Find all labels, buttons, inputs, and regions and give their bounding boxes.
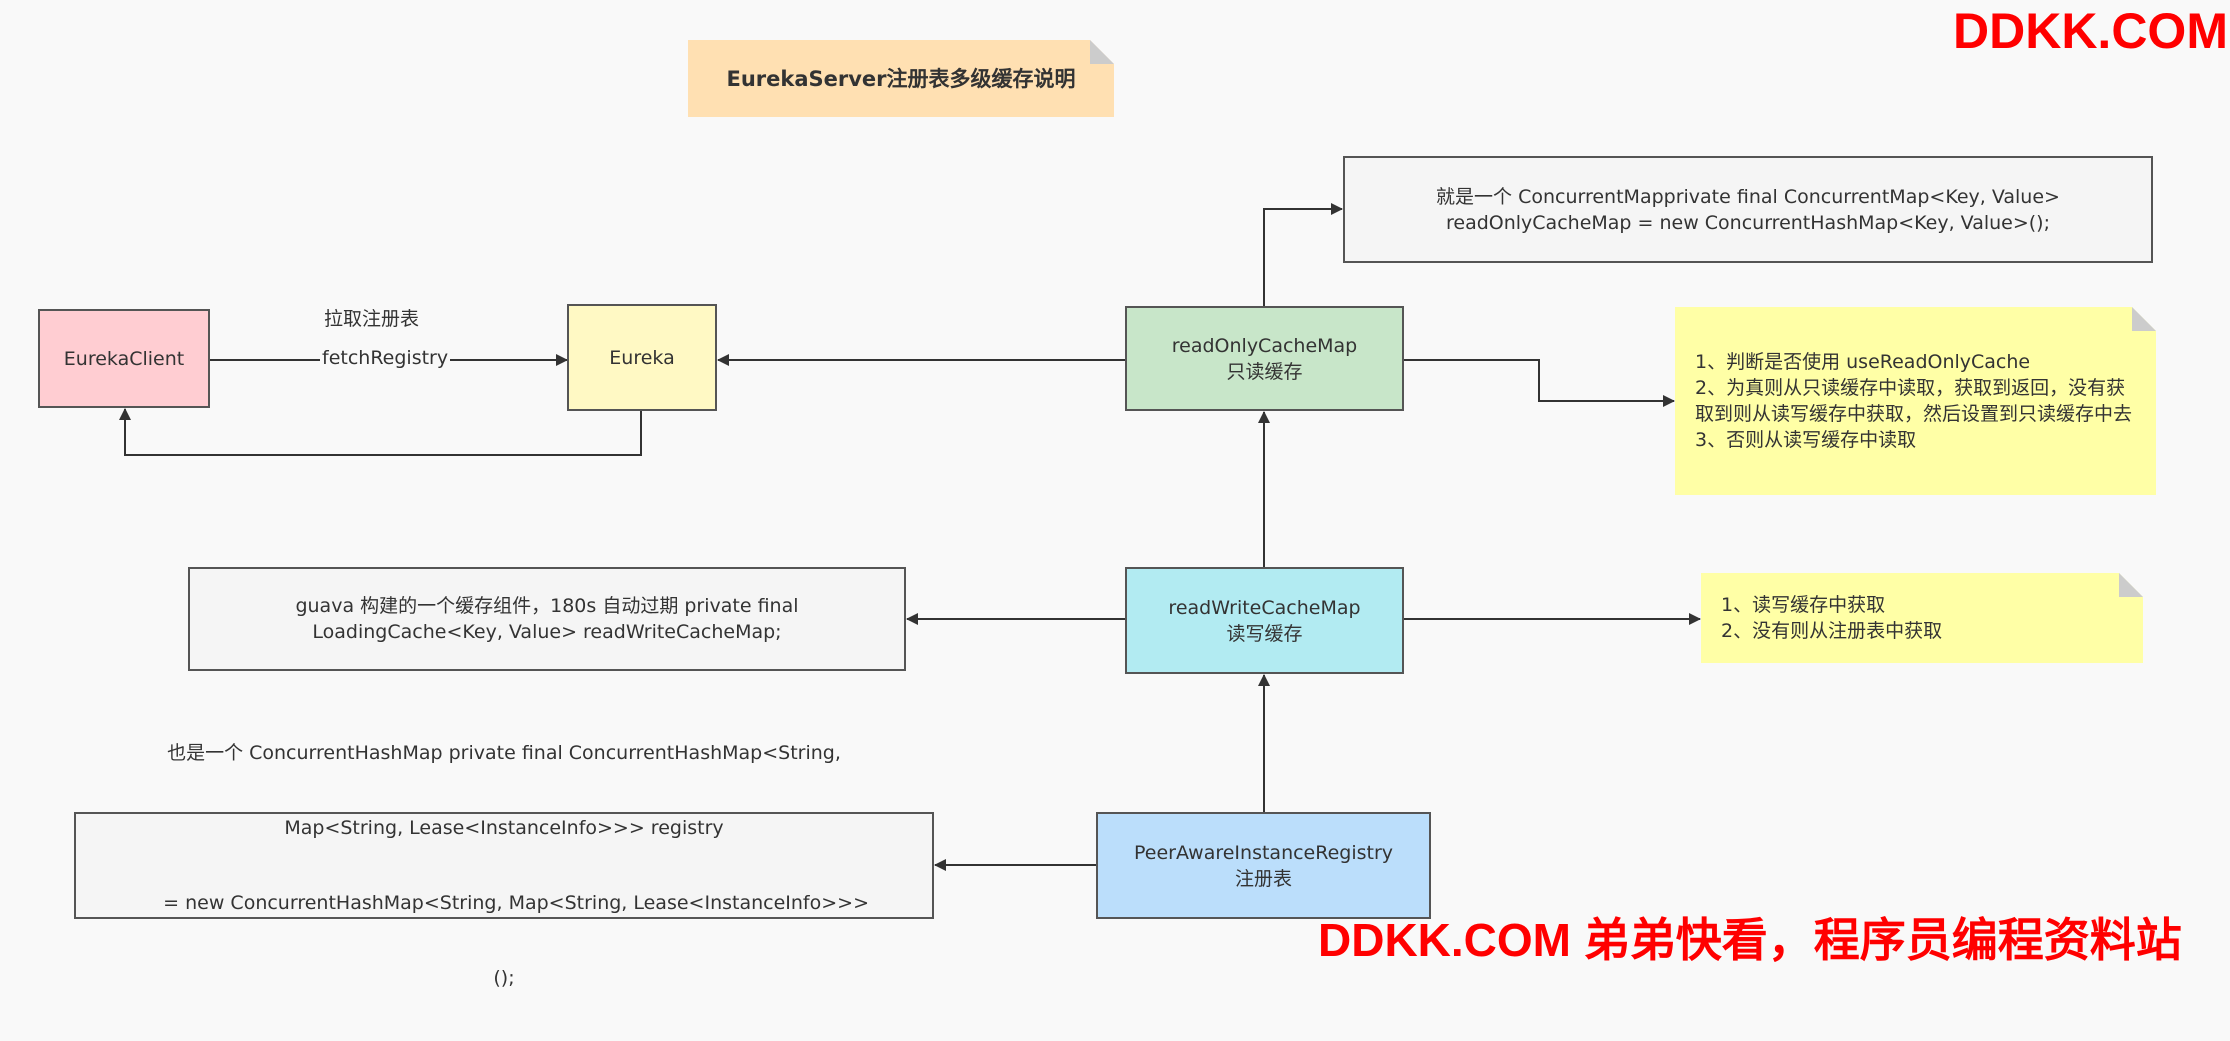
read-write-cache-node[interactable]: readWriteCacheMap 读写缓存 (1125, 567, 1404, 674)
node-label: readOnlyCacheMap (1171, 334, 1358, 357)
edge-label-fetch: fetchRegistry (320, 347, 451, 369)
edge-label-pull: 拉取注册表 (322, 304, 422, 331)
watermark-bottom: DDKK.COM 弟弟快看，程序员编程资料站 (1318, 914, 2182, 966)
connector-layer (119, 203, 1701, 871)
read-only-desc-box: 就是一个 ConcurrentMapprivate final Concurre… (1343, 156, 2153, 263)
registry-node[interactable]: PeerAwareInstanceRegistry 注册表 (1096, 812, 1431, 919)
registry-desc-box: 也是一个 ConcurrentHashMap private final Con… (74, 742, 934, 989)
note-line: 3、否则从读写缓存中读取 (1695, 429, 1917, 451)
note-line: 1、判断是否使用 useReadOnlyCache (1695, 351, 2031, 373)
note-line: 2、没有则从注册表中获取 (1721, 620, 1943, 642)
read-only-cache-node[interactable]: readOnlyCacheMap 只读缓存 (1125, 306, 1404, 411)
node-sublabel: 读写缓存 (1226, 622, 1303, 645)
node-label: PeerAwareInstanceRegistry (1133, 841, 1394, 864)
read-only-note: 1、判断是否使用 useReadOnlyCache 2、为真则从只读缓存中读取，… (1675, 307, 2156, 495)
node-sublabel: 注册表 (1234, 867, 1292, 890)
desc-line: Map<String, Lease<InstanceInfo>>> regist… (284, 816, 724, 839)
desc-line: 就是一个 ConcurrentMapprivate final Concurre… (1436, 185, 2060, 208)
desc-line: (); (493, 966, 515, 989)
note-line: 2、为真则从只读缓存中读取，获取到返回，没有获取到则从读写缓存中获取，然后设置到… (1695, 377, 2133, 425)
eureka-client-node[interactable]: EurekaClient (38, 309, 210, 408)
desc-line: = new ConcurrentHashMap<String, Map<Stri… (139, 891, 869, 914)
node-label: readWriteCacheMap (1168, 596, 1361, 619)
desc-line: readOnlyCacheMap = new ConcurrentHashMap… (1445, 211, 2050, 234)
arrow-eureka-to-client (119, 408, 642, 456)
desc-line: 也是一个 ConcurrentHashMap private final Con… (167, 741, 841, 764)
arrow-readonly-to-note (1404, 359, 1675, 407)
arrow-readonly-to-desc (1263, 203, 1343, 306)
read-write-note: 1、读写缓存中获取 2、没有则从注册表中获取 (1701, 573, 2143, 663)
node-sublabel: 只读缓存 (1226, 360, 1303, 383)
desc-line: LoadingCache<Key, Value> readWriteCacheM… (312, 621, 782, 643)
watermark-top: DDKK.COM (1953, 3, 2228, 59)
diagram-title: EurekaServer注册表多级缓存说明 (726, 66, 1076, 91)
eureka-node[interactable]: Eureka (567, 304, 717, 411)
desc-line: guava 构建的一个缓存组件，180s 自动过期 private final (295, 595, 799, 617)
title-note: EurekaServer注册表多级缓存说明 (688, 40, 1114, 117)
note-line: 1、读写缓存中获取 (1721, 594, 1886, 616)
